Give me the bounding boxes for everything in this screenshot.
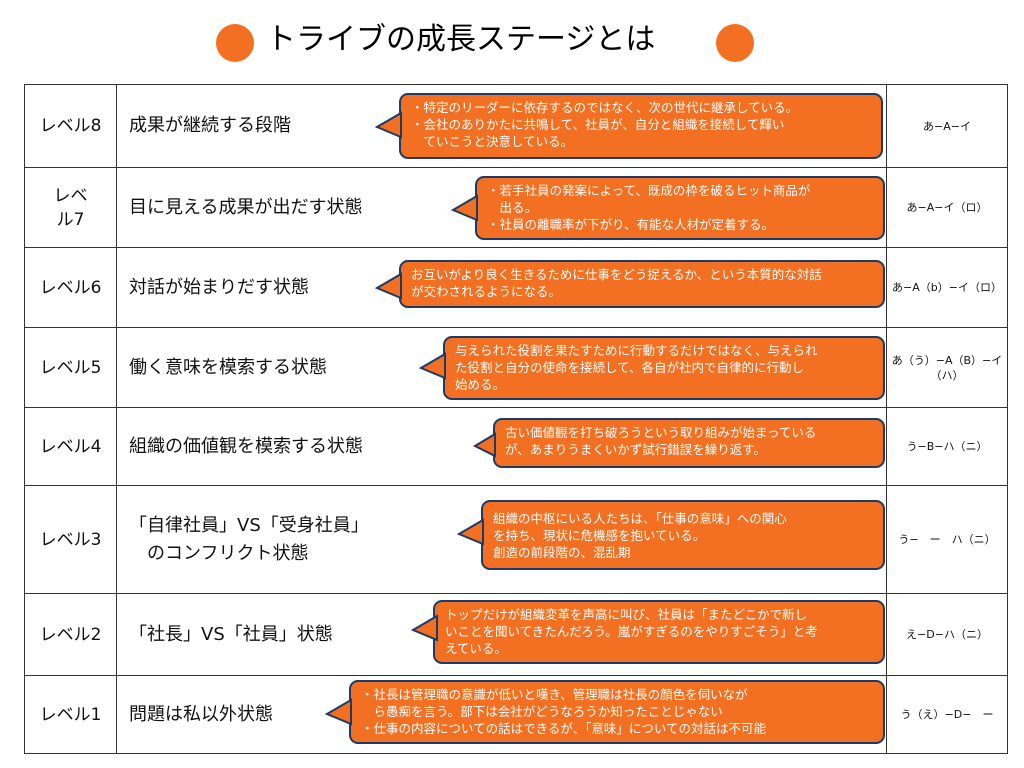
state-text: 働く意味を模索する状態 [129,356,327,378]
level-label: レベル4 [25,408,117,485]
table-row-level-5: レベル5 働く意味を模索する状態 与えられた役割を果たすために行動するだけではな… [25,327,1007,407]
orange-circle-left [216,24,254,62]
callout-pointer [375,272,402,300]
state-cell: 問題は私以外状態 ・社長は管理職の意識が低いと嘆き、管理職は社長の顔色を伺いなが… [117,676,887,753]
state-cell: 組織の価値観を模索する状態 古い価値観を打ち破ろうという取り組みが始まっている … [117,408,887,485]
state-text: 組織の価値観を模索する状態 [129,435,363,457]
callout-box: 組織の中枢にいる人たちは、「仕事の意味」への関心 を持ち、現状に危機感を抱いてい… [481,500,885,570]
state-text: 「社長」VS「社員」状態 [129,623,333,645]
state-text: 対話が始まりだす状態 [129,276,309,298]
callout-box: ・若手社員の発案によって、既成の枠を破るヒット商品が 出る。 ・社員の離職率が下… [475,176,885,240]
code-cell: あ−A−イ [923,119,971,133]
code-cell: う−B−ハ（ニ） [906,440,988,453]
level-label: レベル3 [25,486,117,593]
level-label: レベル2 [25,594,117,675]
callout-box: トップだけが組織変革を声高に叫び、社員は「またどこかで新し いことを聞いてきたん… [433,600,885,664]
code-cell: あ−A−イ（ロ） [906,201,988,214]
callout-pointer [375,111,402,139]
orange-circle-right [716,24,754,62]
callout-pointer [451,194,478,222]
state-text: 「自律社員」VS「受身社員」 のコンフリクト状態 [129,514,369,564]
table-row-level-6: レベル6 対話が始まりだす状態 お互いがより良く生きるために仕事をどう捉えるか、… [25,247,1007,327]
state-cell: 「自律社員」VS「受身社員」 のコンフリクト状態 組織の中枢にいる人たちは、「仕… [117,486,887,593]
state-text: 問題は私以外状態 [129,703,273,725]
callout-box: 与えられた役割を果たすために行動するだけではなく、与えられ た役割と自分の使命を… [443,336,885,400]
code-cell: う− ー ハ（ニ） [898,533,996,546]
callout-box: 古い価値観を打ち破ろうという取り組みが始まっている が、あまりうまくいかず試行錯… [493,418,885,468]
code-cell: あ−A（b）−イ（ロ） [892,281,1002,294]
callout-box: お互いがより良く生きるために仕事をどう捉えるか、という本質的な対話 が交わされる… [399,260,885,308]
state-cell: 目に見える成果が出だす状態 ・若手社員の発案によって、既成の枠を破るヒット商品が… [117,168,887,247]
level-label: レベル5 [25,328,117,407]
state-cell: 成果が継続する段階 ・特定のリーダーに依存するのではなく、次の世代に継承している… [117,85,887,167]
page-title: トライブの成長ステージとは [266,22,656,57]
state-cell: 「社長」VS「社員」状態 トップだけが組織変革を声高に叫び、社員は「またどこかで… [117,594,887,675]
table-row-level-2: レベル2 「社長」VS「社員」状態 トップだけが組織変革を声高に叫び、社員は「ま… [25,593,1007,675]
code-cell: う（え）−D− ー [900,708,994,721]
state-text: 目に見える成果が出だす状態 [129,196,363,218]
table-row-level-1: レベル1 問題は私以外状態 ・社長は管理職の意識が低いと嘆き、管理職は社長の顔色… [25,675,1007,753]
table-row-level-3: レベル3 「自律社員」VS「受身社員」 のコンフリクト状態 組織の中枢にいる人た… [25,485,1007,593]
code-cell: あ（う）−A（B）−イ（ハ） [891,353,1003,382]
level-label: レベル6 [25,248,117,327]
callout-pointer [473,432,496,458]
table-row-level-7: レベル7 目に見える成果が出だす状態 ・若手社員の発案によって、既成の枠を破るヒ… [25,167,1007,247]
callout-box: ・社長は管理職の意識が低いと嘆き、管理職は社長の顔色を伺いなが ら愚痴を言う。部… [349,680,885,744]
state-text: 成果が継続する段階 [129,115,291,136]
growth-stage-table: レベル8 成果が継続する段階 ・特定のリーダーに依存するのではなく、次の世代に継… [24,84,1008,754]
callout-box: ・特定のリーダーに依存するのではなく、次の世代に継承している。 ・会社のありかた… [399,93,883,159]
callout-pointer [419,352,446,380]
state-cell: 対話が始まりだす状態 お互いがより良く生きるために仕事をどう捉えるか、という本質… [117,248,887,327]
state-cell: 働く意味を模索する状態 与えられた役割を果たすために行動するだけではなく、与えら… [117,328,887,407]
code-cell: え−D−ハ（ニ） [906,628,988,641]
level-label: レベル8 [25,85,117,167]
callout-pointer [457,518,484,546]
callout-pointer [325,698,352,726]
table-row-level-4: レベル4 組織の価値観を模索する状態 古い価値観を打ち破ろうという取り組みが始ま… [25,407,1007,485]
table-row-level-8: レベル8 成果が継続する段階 ・特定のリーダーに依存するのではなく、次の世代に継… [25,85,1007,167]
level-label: レベル1 [25,676,117,753]
title-bar: トライブの成長ステージとは [0,0,1024,84]
level-label: レベル7 [25,168,117,247]
callout-pointer [411,614,438,642]
